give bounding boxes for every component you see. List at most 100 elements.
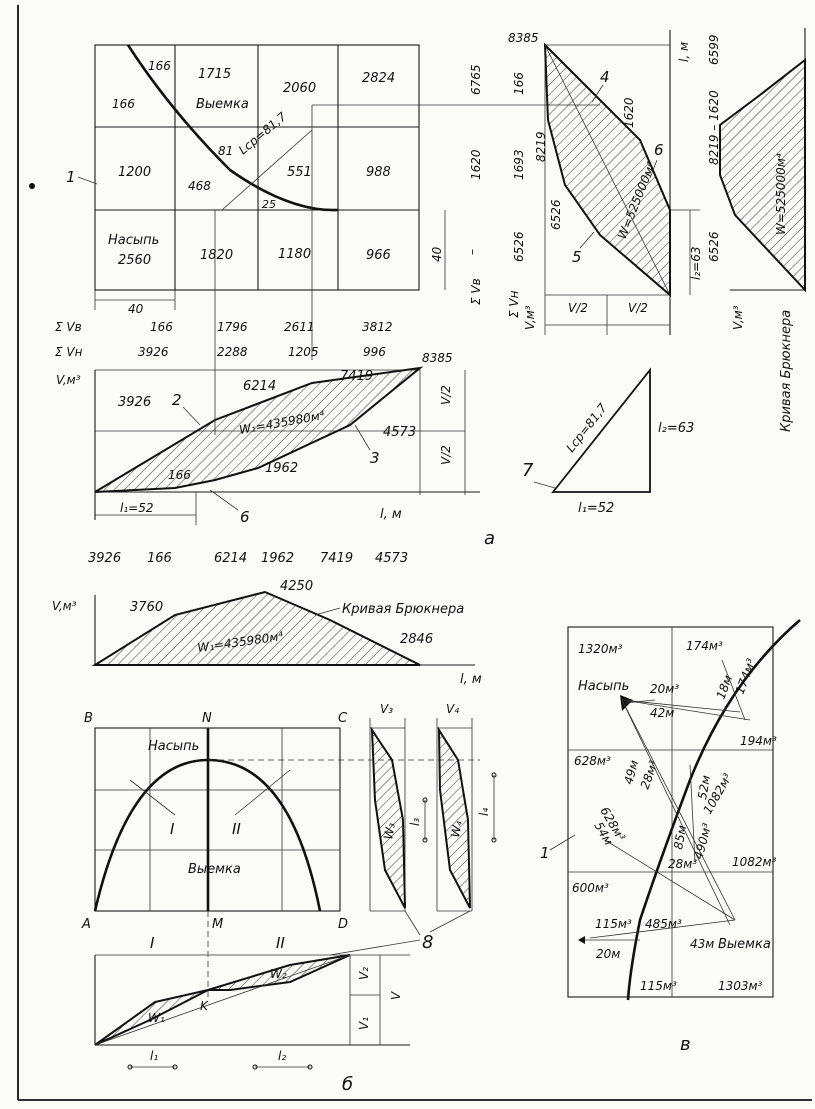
corner-B: B	[84, 711, 93, 726]
bottom-II: II	[276, 934, 285, 952]
b-2846: 2846	[400, 632, 433, 647]
c-600: 600м³	[572, 881, 609, 895]
panel-c-letter: в	[680, 1034, 691, 1055]
right-vm3: V,м³	[523, 305, 537, 330]
panel-a-triangle: Lср=81,7 l₂=63 l₁=52 7	[522, 367, 694, 516]
corner-M: M	[212, 917, 223, 932]
lcp-arrow	[221, 129, 313, 211]
bottom-l1: l₁	[150, 1049, 158, 1063]
b-caption: Кривая Брюкнера	[342, 602, 464, 617]
cell-nasyp: Насыпь	[108, 233, 159, 248]
b-top-166: 166	[147, 551, 172, 566]
c-1082: 1082м³	[732, 855, 777, 869]
far-right-hatched	[719, 57, 806, 293]
cell-vyemka: Выемка	[196, 97, 249, 112]
callout-8: 8	[422, 932, 433, 953]
vhalf-bottom: V/2	[439, 445, 453, 465]
w4-hatched	[437, 726, 471, 909]
panel-a-lower-chart: V,м³ l, м 8385 3926 6214 7419 4573 166 1…	[56, 351, 480, 526]
zone-I: I	[170, 820, 175, 838]
cell-1200: 1200	[118, 165, 151, 180]
corner-A: A	[81, 917, 91, 932]
b-top-3926: 3926	[88, 551, 121, 566]
cell-551: 551	[287, 165, 312, 180]
bullet-dot	[29, 183, 35, 189]
right-1620: 1620	[622, 97, 636, 128]
panel-c: 1320м³ 174м³ 628м³ 1082м³ 600м³ 115м³ 13…	[540, 619, 801, 1001]
bottom-v: V	[389, 991, 403, 1000]
col-6765: 6765	[469, 64, 483, 95]
tri-l1: l₁=52	[578, 501, 614, 516]
cell-1180: 1180	[278, 247, 311, 262]
lower-1962: 1962	[265, 461, 298, 476]
c-20m: 20м	[596, 947, 620, 961]
lower-l1: l₁=52	[120, 501, 153, 515]
lower-8385: 8385	[422, 351, 453, 365]
sum-vb-1: 166	[150, 320, 173, 334]
bottom-l2: l₂	[278, 1049, 286, 1063]
b-top-6214: 6214	[214, 551, 247, 566]
c-43m: 43м	[690, 937, 714, 951]
panel-b-top-curve: 3926 166 6214 1962 7419 4573 V,м³ l, м 3…	[52, 551, 482, 687]
right-166: 166	[512, 72, 526, 95]
zero-work-line	[126, 44, 339, 212]
sum-vb-4: 3812	[362, 320, 393, 334]
zone-II: II	[232, 820, 241, 838]
lower-3926: 3926	[118, 395, 151, 410]
lower-166: 166	[168, 468, 191, 482]
far-w: W=525000м⁴	[774, 153, 788, 235]
b-4250: 4250	[280, 579, 313, 594]
c-85m: 85м	[671, 824, 689, 850]
dim-40-horizontal: 40	[128, 302, 144, 316]
callout-3: 3	[370, 449, 380, 467]
cell-166a: 166	[148, 59, 171, 73]
vhalf-top: V/2	[439, 385, 453, 405]
bottom-k: K	[200, 999, 209, 1013]
sum-vh-label: Σ Vн	[55, 345, 83, 359]
c-115m3: 115м³	[595, 917, 632, 931]
panel-b-side-charts: V₃ V₄ W₃ W₄ l₃ l₄ 8	[329, 702, 497, 956]
corner-D: D	[338, 917, 348, 932]
cell-2060: 2060	[283, 81, 316, 96]
lower-7419: 7419	[340, 369, 373, 384]
panel-b-letter: б	[342, 1074, 353, 1095]
corner-C: C	[338, 711, 348, 726]
c-zero-line	[626, 619, 801, 1001]
b-top-4573: 4573	[375, 551, 408, 566]
bottom-v2: V₂	[357, 967, 371, 980]
cell-1820: 1820	[200, 248, 233, 263]
w2-bottom-hatched	[207, 954, 351, 991]
b-hatched-area	[91, 590, 421, 666]
c-28m3a: 28м³	[638, 759, 661, 791]
v3: V₃	[380, 702, 393, 716]
bottom-I: I	[150, 934, 155, 952]
c-nasyp: Насыпь	[578, 679, 629, 694]
c-52m: 52м	[695, 774, 713, 800]
c-1320: 1320м³	[578, 642, 623, 656]
panel-a-letter: а	[484, 528, 495, 549]
callout-6a: 6	[240, 508, 250, 526]
panel-b-plan: B N C A M D Насыпь Выемка I II	[81, 711, 480, 1000]
lcp-label: Lср=81,7	[236, 109, 289, 157]
cell-966: 966	[366, 248, 391, 263]
callout-2: 2	[172, 391, 182, 409]
w3: W₃	[381, 821, 398, 840]
right-l2: l₂=63	[689, 247, 703, 280]
l4: l₄	[477, 808, 491, 816]
v4: V₄	[446, 702, 459, 716]
sum-vb-2: 1796	[217, 320, 248, 334]
panel-a-sums: Σ Vв 166 1796 2611 3812 Σ Vн 3926 2288 1…	[55, 320, 393, 359]
sum-vb-3: 2611	[284, 320, 315, 334]
b-top-7419: 7419	[320, 551, 353, 566]
cell-1715: 1715	[198, 67, 231, 82]
c-vyemka: Выемка	[718, 937, 771, 952]
dim-40-vertical: 40	[430, 246, 444, 262]
c-194m3: 194м³	[740, 734, 777, 748]
cell-2560: 2560	[118, 253, 151, 268]
bottom-w1: W₁	[148, 1011, 165, 1025]
cell-166b: 166	[112, 97, 135, 111]
far-6599: 6599	[707, 34, 721, 65]
b-top-1962: 1962	[261, 551, 294, 566]
